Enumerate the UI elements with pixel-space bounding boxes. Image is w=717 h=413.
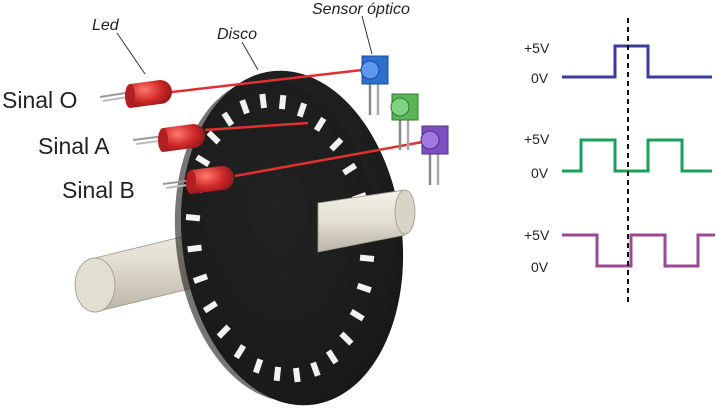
waveform-a-zero-label: 0V	[531, 165, 549, 181]
waveform-o-plus-label: +5V	[524, 40, 550, 56]
disk-slot	[325, 349, 339, 365]
beam-b	[234, 139, 429, 178]
waveform-o: +5V 0V	[524, 40, 712, 86]
sensor-o	[360, 55, 389, 115]
disk-slot	[313, 116, 327, 132]
leader-lines	[116, 15, 373, 75]
signal-o-label: Sinal O	[2, 87, 77, 113]
disk-slot	[233, 344, 247, 360]
beam-a	[204, 121, 309, 132]
beam-o	[171, 68, 363, 94]
waveform-b: +5V 0V	[524, 227, 715, 275]
waveform-o-zero-label: 0V	[531, 70, 549, 86]
waveform-b-plus-label: +5V	[524, 227, 550, 243]
disk-slot	[349, 308, 365, 322]
signal-a-label: Sinal A	[38, 133, 110, 159]
disk-slot	[310, 361, 321, 377]
signal-b-label: Sinal B	[62, 177, 135, 203]
disk-slot	[259, 93, 268, 109]
disk-slot	[356, 282, 372, 294]
led-label: Led	[92, 17, 120, 34]
disk-slot	[339, 331, 354, 346]
disk-slot	[359, 254, 375, 263]
disk-slot	[292, 367, 301, 383]
sensor-b	[420, 125, 449, 185]
disk-slots	[185, 93, 375, 383]
led-a	[132, 124, 205, 152]
disco-label: Disco	[217, 26, 257, 43]
disk-slot	[192, 273, 209, 284]
sensor-label: Sensor óptico	[312, 1, 410, 18]
disk-slot	[273, 366, 282, 382]
disk-slot	[239, 99, 250, 115]
light-beams	[171, 68, 429, 178]
disk-slot	[296, 102, 307, 118]
waveform-a: +5V 0V	[524, 131, 712, 181]
disk-slot	[253, 358, 264, 374]
disk-slot	[202, 300, 218, 314]
disk-slot	[206, 130, 221, 145]
disk-slot	[185, 213, 201, 222]
disk-slot	[216, 324, 231, 339]
led-o	[99, 80, 172, 108]
disk-slot	[278, 94, 287, 110]
disk-slot	[187, 244, 202, 253]
led-b	[162, 166, 234, 194]
disk-slot	[342, 162, 358, 176]
waveform-a-plus-label: +5V	[524, 131, 550, 147]
disk-slot	[221, 111, 235, 127]
waveform-b-zero-label: 0V	[531, 259, 549, 275]
sensor-a	[390, 93, 419, 150]
disk-slot	[195, 154, 211, 168]
shaft-right	[317, 189, 416, 253]
disk-slot	[329, 137, 344, 152]
